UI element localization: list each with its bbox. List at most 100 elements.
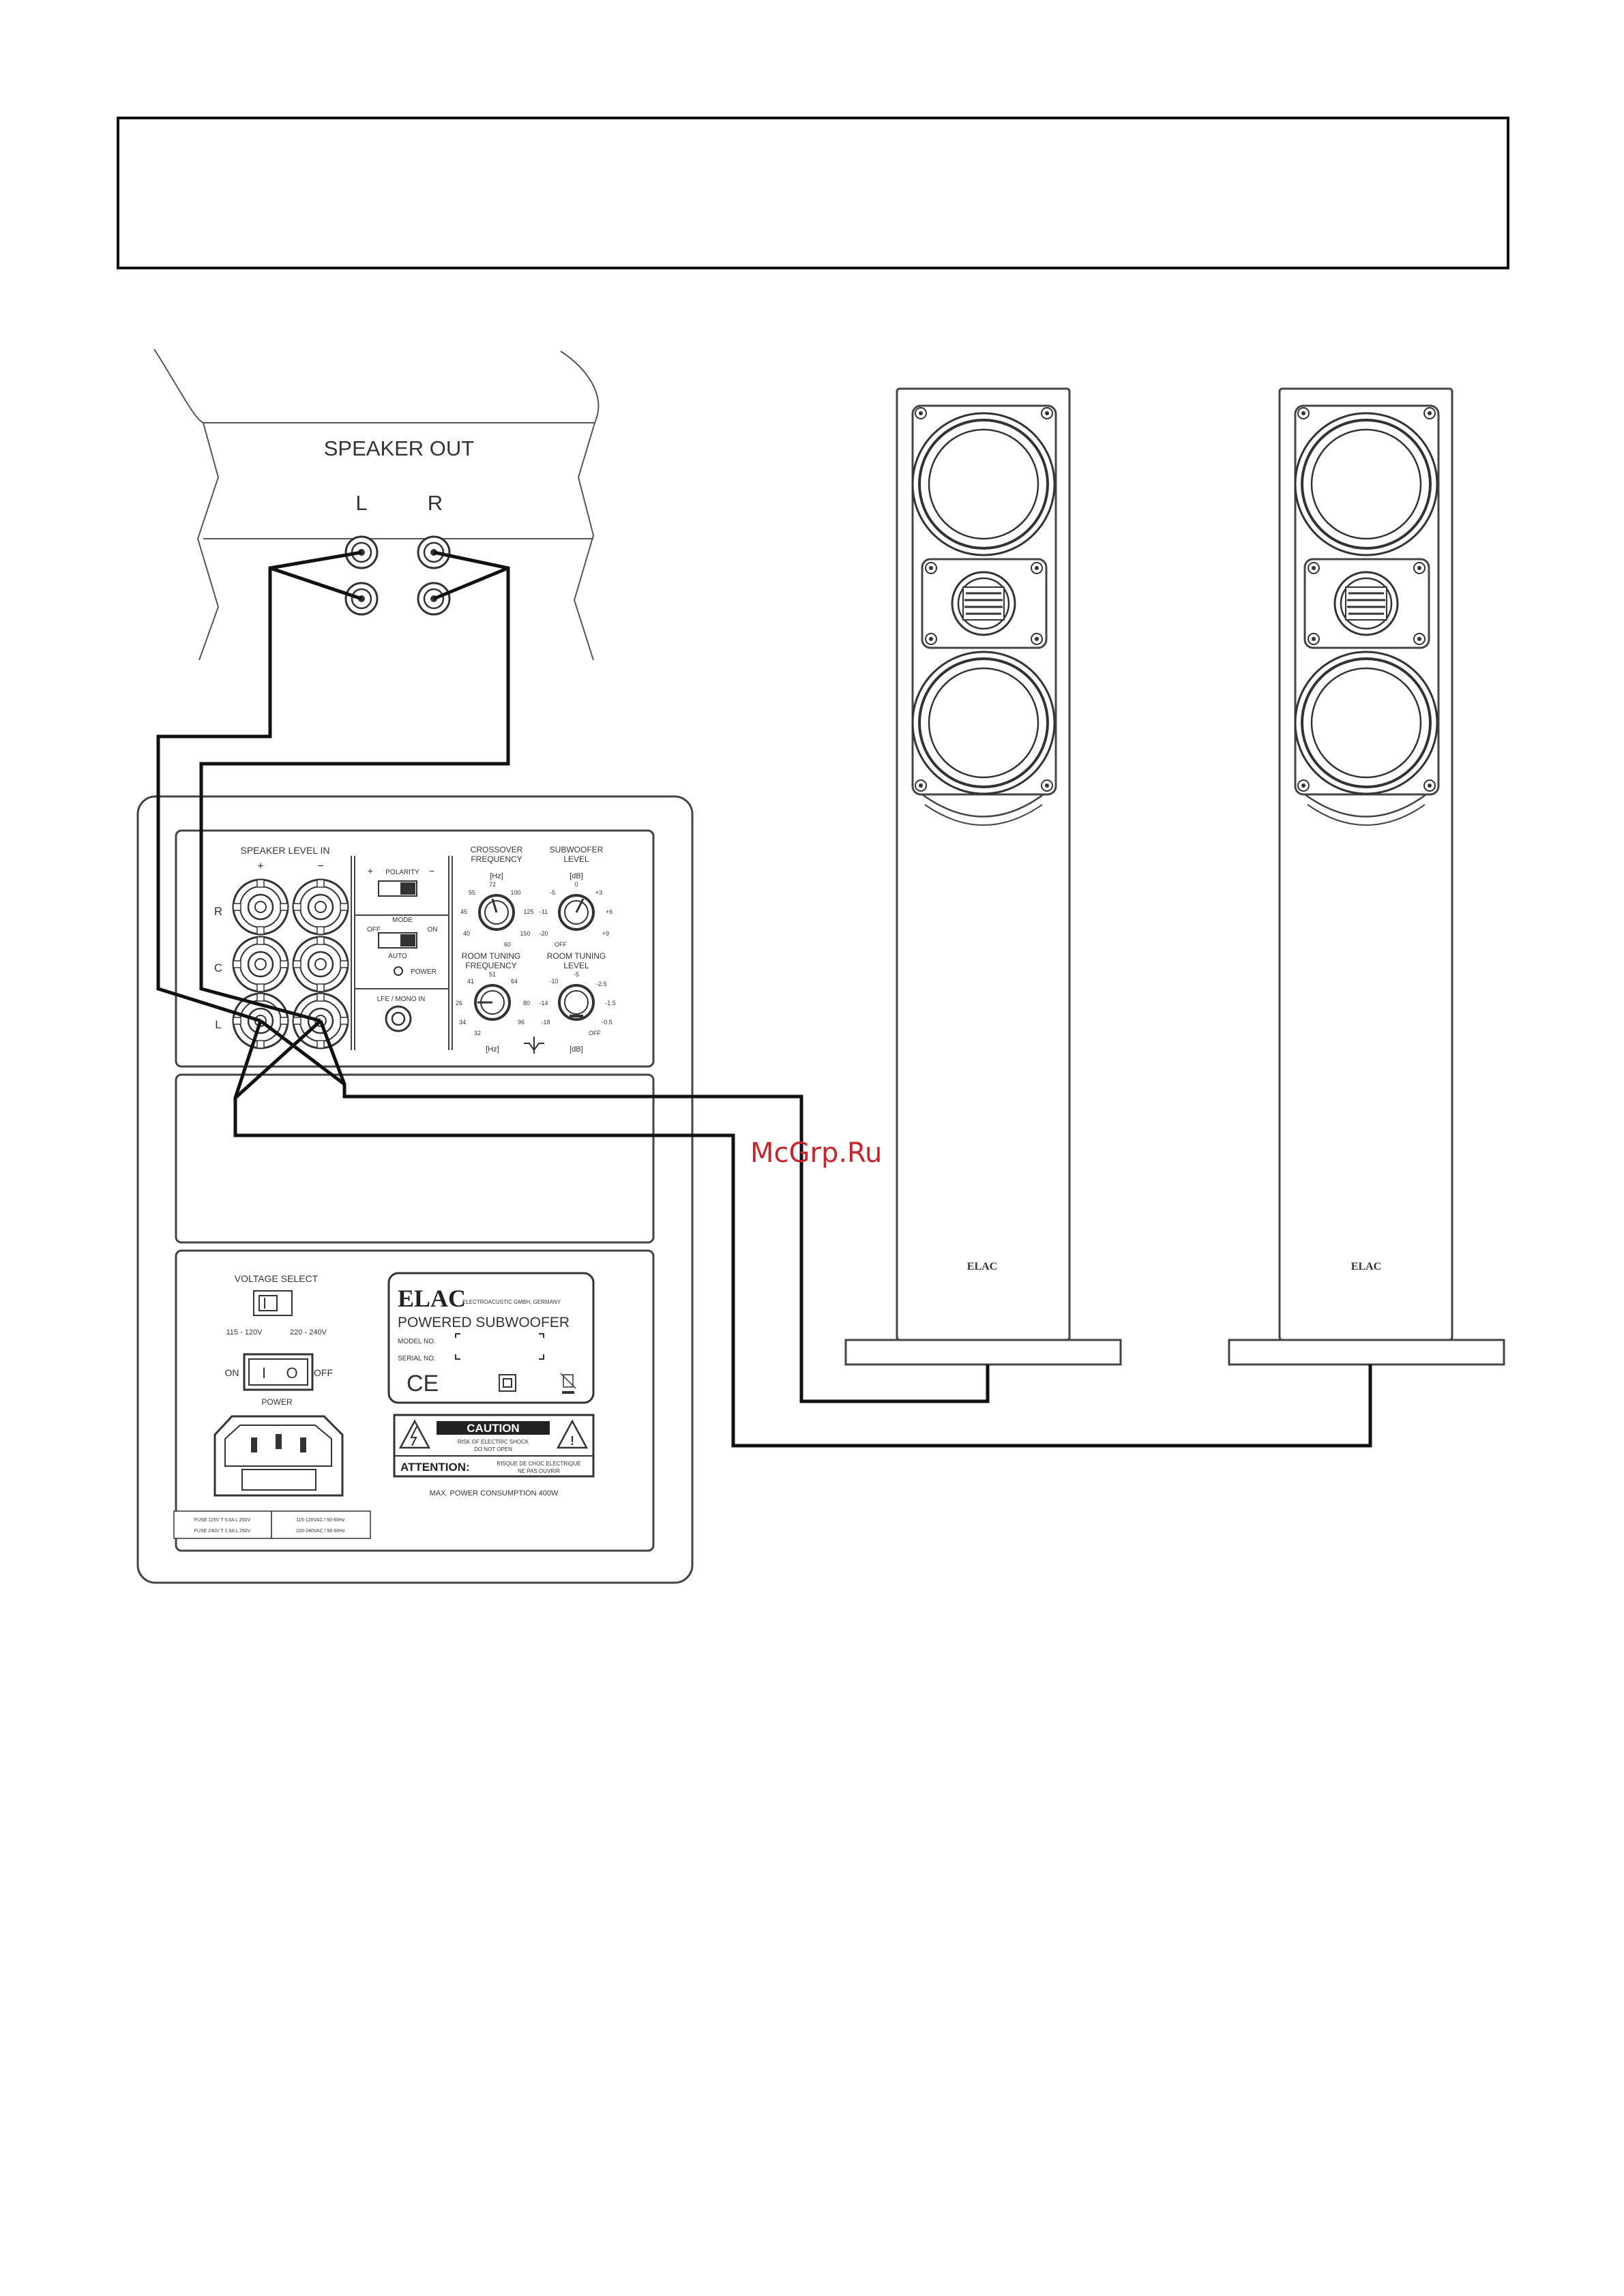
terminal-r-minus[interactable]: [292, 878, 349, 936]
terminal-c-plus[interactable]: [232, 936, 289, 993]
speaker-out-title: SPEAKER OUT: [324, 436, 475, 460]
fuse-table: FUSE 115V T 5.0A L 250V FUSE 230V T 2.5A…: [173, 1510, 371, 1539]
terminal-plus-label: +: [257, 861, 263, 872]
sub-level-tick-0: 0: [574, 881, 578, 888]
caution-line-1: RISK OF ELECTRIC SHOCK: [458, 1439, 529, 1445]
sub-level-tick-minus20: -20: [539, 930, 548, 937]
power-off-label: OFF: [314, 1367, 333, 1378]
sub-level-tick-plus9: +9: [602, 930, 609, 937]
room-level-tick-off: OFF: [589, 1030, 601, 1037]
sub-level-tick-off: OFF: [555, 941, 567, 948]
sub-level-tick-plus3: +3: [595, 889, 602, 896]
filter-curve-icon: [524, 1037, 544, 1054]
crossover-tick-72: 72: [489, 881, 496, 888]
voltage-115-label: 115 - 120V: [226, 1328, 263, 1337]
ac-115-label: 115-120VAC / 50-60Hz: [296, 1518, 345, 1523]
polarity-label: POLARITY: [385, 869, 419, 876]
max-power-label: MAX. POWER CONSUMPTION 400W: [430, 1489, 559, 1497]
room-level-tick-minus18: -18: [541, 1019, 550, 1026]
iec-power-inlet-icon[interactable]: [213, 1415, 344, 1497]
room-freq-title-1: ROOM TUNING: [462, 951, 520, 961]
crossover-title-2: FREQUENCY: [471, 854, 522, 864]
cable-amp-left-to-sub: [156, 550, 362, 1023]
subwoofer-rear-panel: SPEAKER LEVEL IN + − R C L + POLARITY − …: [136, 795, 694, 1584]
terminal-r-plus[interactable]: [232, 878, 289, 936]
row-label-c: C: [214, 961, 222, 974]
crossover-tick-125: 125: [523, 908, 533, 915]
crossover-title-1: CROSSOVER: [471, 845, 523, 854]
polarity-minus-label: −: [429, 865, 434, 876]
caution-label: ! CAUTION RISK OF ELECTRIC SHOCK DO NOT …: [393, 1414, 595, 1478]
cable-amp-right-to-sub: [199, 550, 510, 1023]
attention-fr-1: RISQUE DE CHOC ELECTRIQUE: [497, 1461, 580, 1467]
room-level-title-1: ROOM TUNING: [547, 951, 606, 961]
power-switch-o: O: [286, 1365, 297, 1382]
sub-level-tick-minus5: -5: [550, 889, 555, 896]
room-freq-tick-51: 51: [489, 971, 496, 978]
terminal-minus-label: −: [317, 861, 323, 872]
right-tweeter: [1333, 571, 1399, 636]
label-brand: ELAC: [398, 1285, 466, 1312]
right-speaker-badge: ELAC: [1351, 1261, 1381, 1272]
crossover-unit: [Hz]: [490, 872, 503, 880]
sub-level-title-2: LEVEL: [563, 854, 589, 864]
sub-level-title-1: SUBWOOFER: [550, 845, 604, 854]
voltage-230-label: 220 - 240V: [290, 1328, 327, 1337]
room-level-tick-minus2-5: -2.5: [596, 981, 607, 987]
cable-sub-to-left-speaker-2: [259, 1019, 346, 1086]
crossover-tick-45: 45: [460, 908, 467, 915]
power-switch[interactable]: I O: [243, 1353, 314, 1391]
speaker-level-in-title: SPEAKER LEVEL IN: [241, 845, 330, 856]
caution-title: CAUTION: [467, 1422, 519, 1435]
weee-bin-icon: [560, 1373, 576, 1394]
ac-230-label: 220-240VAC / 50-60Hz: [296, 1529, 345, 1534]
left-tower-speaker: ELAC: [844, 387, 1122, 1366]
lfe-label: LFE / MONO IN: [377, 996, 426, 1003]
cable-amp-left-minus-to-sub: [269, 566, 362, 601]
power-led-icon: [394, 966, 403, 976]
polarity-switch[interactable]: [378, 880, 417, 897]
room-level-unit: [dB]: [570, 1045, 583, 1054]
room-freq-tick-64: 64: [511, 978, 518, 985]
room-freq-tick-26: 26: [456, 1000, 462, 1007]
label-serial: SERIAL NO.: [398, 1355, 436, 1362]
room-level-tick-minus0-5: -0.5: [602, 1019, 612, 1026]
crossover-tick-60: 60: [504, 941, 511, 948]
mode-switch[interactable]: [378, 932, 417, 949]
product-label: ELAC ELECTROACUSTIC GMBH, GERMANY POWERE…: [387, 1272, 595, 1404]
row-label-l: L: [215, 1018, 221, 1031]
right-tower-speaker: ELAC: [1228, 387, 1505, 1366]
row-label-r: R: [214, 905, 222, 918]
mode-auto-label: AUTO: [388, 953, 407, 960]
power-led-label: POWER: [411, 968, 437, 976]
speaker-out-left-label: L: [355, 491, 367, 515]
left-tweeter: [951, 571, 1016, 636]
fuse-230-label: FUSE 230V T 2.5A L 250V: [194, 1529, 251, 1534]
label-product: POWERED SUBWOOFER: [398, 1315, 570, 1330]
lfe-jack-icon[interactable]: [385, 1005, 412, 1032]
voltage-select-switch[interactable]: [253, 1290, 293, 1316]
speaker-cables: [156, 550, 1372, 1448]
crossover-tick-40: 40: [463, 930, 470, 937]
right-lower-woofer: [1294, 651, 1438, 795]
right-upper-woofer: [1294, 412, 1438, 556]
power-switch-i: I: [262, 1365, 266, 1382]
sub-level-tick-minus11: -11: [540, 908, 548, 915]
room-level-tick-minus10: -10: [549, 978, 558, 985]
speaker-out-right-label: R: [428, 491, 443, 515]
terminal-c-minus[interactable]: [292, 936, 349, 993]
room-freq-tick-96: 96: [518, 1019, 525, 1026]
room-freq-unit: [Hz]: [486, 1045, 499, 1054]
crossover-tick-100: 100: [510, 889, 520, 896]
room-level-title-2: LEVEL: [563, 961, 589, 970]
sub-level-unit: [dB]: [570, 872, 583, 880]
room-tuning-level-knob[interactable]: [558, 984, 595, 1021]
room-freq-title-2: FREQUENCY: [465, 961, 516, 970]
cable-amp-right-minus-to-sub: [433, 566, 509, 601]
label-maker: ELECTROACUSTIC GMBH, GERMANY: [462, 1299, 561, 1305]
room-freq-tick-32: 32: [474, 1030, 481, 1037]
crossover-tick-150: 150: [520, 930, 530, 937]
room-level-tick-minus5: -5: [574, 971, 579, 978]
mode-label: MODE: [392, 916, 413, 924]
